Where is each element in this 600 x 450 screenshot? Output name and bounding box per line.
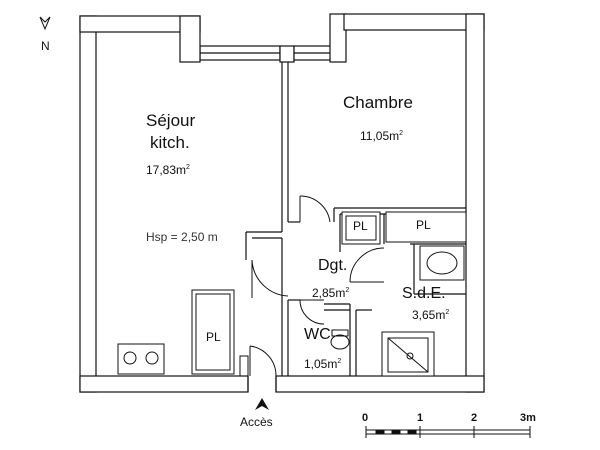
wall-bottom-left <box>79 375 249 393</box>
entrance-arrow-icon <box>255 398 269 410</box>
fixtures <box>117 211 467 377</box>
room-sde-name: S.d.E. <box>402 285 446 302</box>
wall-right <box>465 13 485 393</box>
compass-label: N <box>41 39 50 53</box>
scale-tick-2: 2 <box>471 412 478 424</box>
cupboard-bath-2-label: PL <box>416 218 431 232</box>
radiator <box>239 355 249 377</box>
cupboard-bath-1 <box>341 211 381 245</box>
scale-tick-3: 3m <box>520 412 536 424</box>
room-sejour-area: 17,83m2 <box>146 163 190 177</box>
wall-top-mid <box>279 45 295 63</box>
ceiling-height-label: Hsp = 2,50 m <box>146 230 218 244</box>
room-sde-area: 3,65m2 <box>412 308 450 322</box>
wall-top-mid-right <box>329 13 347 63</box>
wall-left <box>79 15 97 393</box>
cupboard-bath-2 <box>385 211 467 243</box>
room-dgt-name: Dgt. <box>318 257 348 274</box>
wall-top-mid-left <box>179 15 201 63</box>
room-wc-name: WC <box>304 326 331 343</box>
cupboard-sejour <box>191 289 235 375</box>
wall-bottom-right <box>275 375 485 393</box>
entrance-label: Accès <box>240 415 273 429</box>
door-swings <box>249 195 385 377</box>
cupboard-bath-1-label: PL <box>353 219 368 233</box>
room-dgt-area: 2,85m2 <box>312 286 350 300</box>
room-sejour-name-line2: kitch. <box>150 133 190 152</box>
wall-top-right <box>343 13 485 31</box>
outer-walls <box>79 13 485 393</box>
cupboard-sejour-label: PL <box>206 330 221 344</box>
scale-bar <box>365 426 531 438</box>
room-chambre-name: Chambre <box>343 93 413 112</box>
room-sejour-name-line1: Séjour <box>146 111 196 130</box>
scale-tick-0: 0 <box>362 412 369 424</box>
scale-tick-1: 1 <box>417 412 424 424</box>
room-chambre-area: 11,05m2 <box>360 129 404 143</box>
compass-arrow-icon <box>39 16 51 31</box>
kitchen-sink <box>117 343 165 375</box>
toilet <box>330 334 350 350</box>
room-wc-area: 1,05m2 <box>304 357 342 371</box>
